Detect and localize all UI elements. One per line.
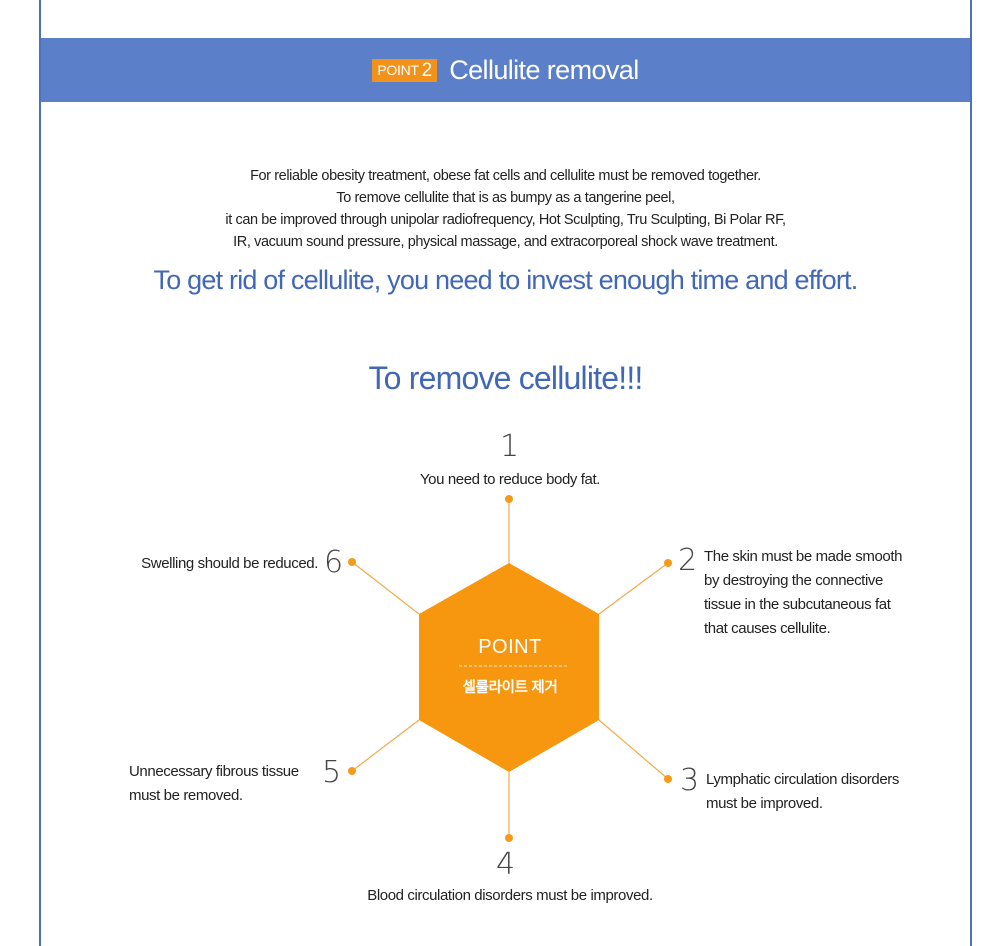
- hexagon-korean-label: 셀룰라이트 제거: [462, 680, 558, 696]
- intro-paragraph: For reliable obesity treatment, obese fa…: [41, 165, 970, 253]
- connector-3: [598, 719, 669, 780]
- point-2-line: The skin must be made smooth: [704, 548, 903, 565]
- intro-line: To remove cellulite that is as bumpy as …: [336, 190, 675, 206]
- center-hexagon: [419, 563, 599, 772]
- point-2-line: by destroying the connective: [704, 572, 883, 589]
- section-header: POINT 2 Cellulite removal: [41, 38, 970, 102]
- point-badge-number: 2: [421, 59, 433, 81]
- highlight-sentence: To get rid of cellulite, you need to inv…: [153, 265, 859, 295]
- point-1-text: You need to reduce body fat.: [419, 471, 601, 488]
- right-border: [970, 0, 972, 946]
- point-6-text: Swelling should be reduced.: [141, 555, 318, 572]
- point-badge-word: POINT: [377, 62, 419, 78]
- point-3-line: must be improved.: [706, 795, 823, 812]
- point-4-number: 4: [496, 847, 516, 882]
- point-2-text: The skin must be made smooth by destroyi…: [704, 545, 944, 641]
- point-5-line: Unnecessary fibrous tissue: [129, 763, 299, 780]
- point-4-text: Blood circulation disorders must be impr…: [367, 887, 653, 904]
- point-5-number: 5: [322, 755, 342, 790]
- point-3-text: Lymphatic circulation disorders must be …: [706, 768, 946, 816]
- point-1-number: 1: [500, 429, 520, 464]
- intro-line: For reliable obesity treatment, obese fa…: [250, 168, 761, 184]
- dot-2: [664, 559, 672, 567]
- dot-6: [348, 558, 356, 566]
- intro-line: it can be improved through unipolar radi…: [225, 212, 786, 228]
- intro-line: IR, vacuum sound pressure, physical mass…: [233, 234, 778, 250]
- point-2-line: that causes cellulite.: [704, 620, 831, 637]
- connector-lines: [351, 499, 669, 838]
- dot-5: [348, 767, 356, 775]
- left-border: [39, 0, 41, 946]
- header-title: Cellulite removal: [449, 54, 639, 85]
- connector-dots: [348, 495, 672, 842]
- dot-4: [505, 834, 513, 842]
- point-2-number: 2: [678, 543, 698, 578]
- point-badge: POINT 2: [372, 58, 438, 82]
- point-3-line: Lymphatic circulation disorders: [706, 771, 899, 788]
- dot-1: [505, 495, 513, 503]
- connector-2: [598, 562, 669, 615]
- point-5-line: must be removed.: [129, 787, 243, 804]
- section-title: To remove cellulite!!!: [368, 360, 643, 396]
- dot-3: [664, 775, 672, 783]
- point-6-number: 6: [324, 545, 344, 580]
- point-5-text: Unnecessary fibrous tissue must be remov…: [129, 760, 329, 808]
- connector-5: [351, 719, 420, 772]
- point-3-number: 3: [680, 763, 700, 798]
- hexagon-point-label: POINT: [478, 636, 542, 658]
- connector-6: [351, 561, 420, 615]
- point-2-line: tissue in the subcutaneous fat: [704, 596, 891, 613]
